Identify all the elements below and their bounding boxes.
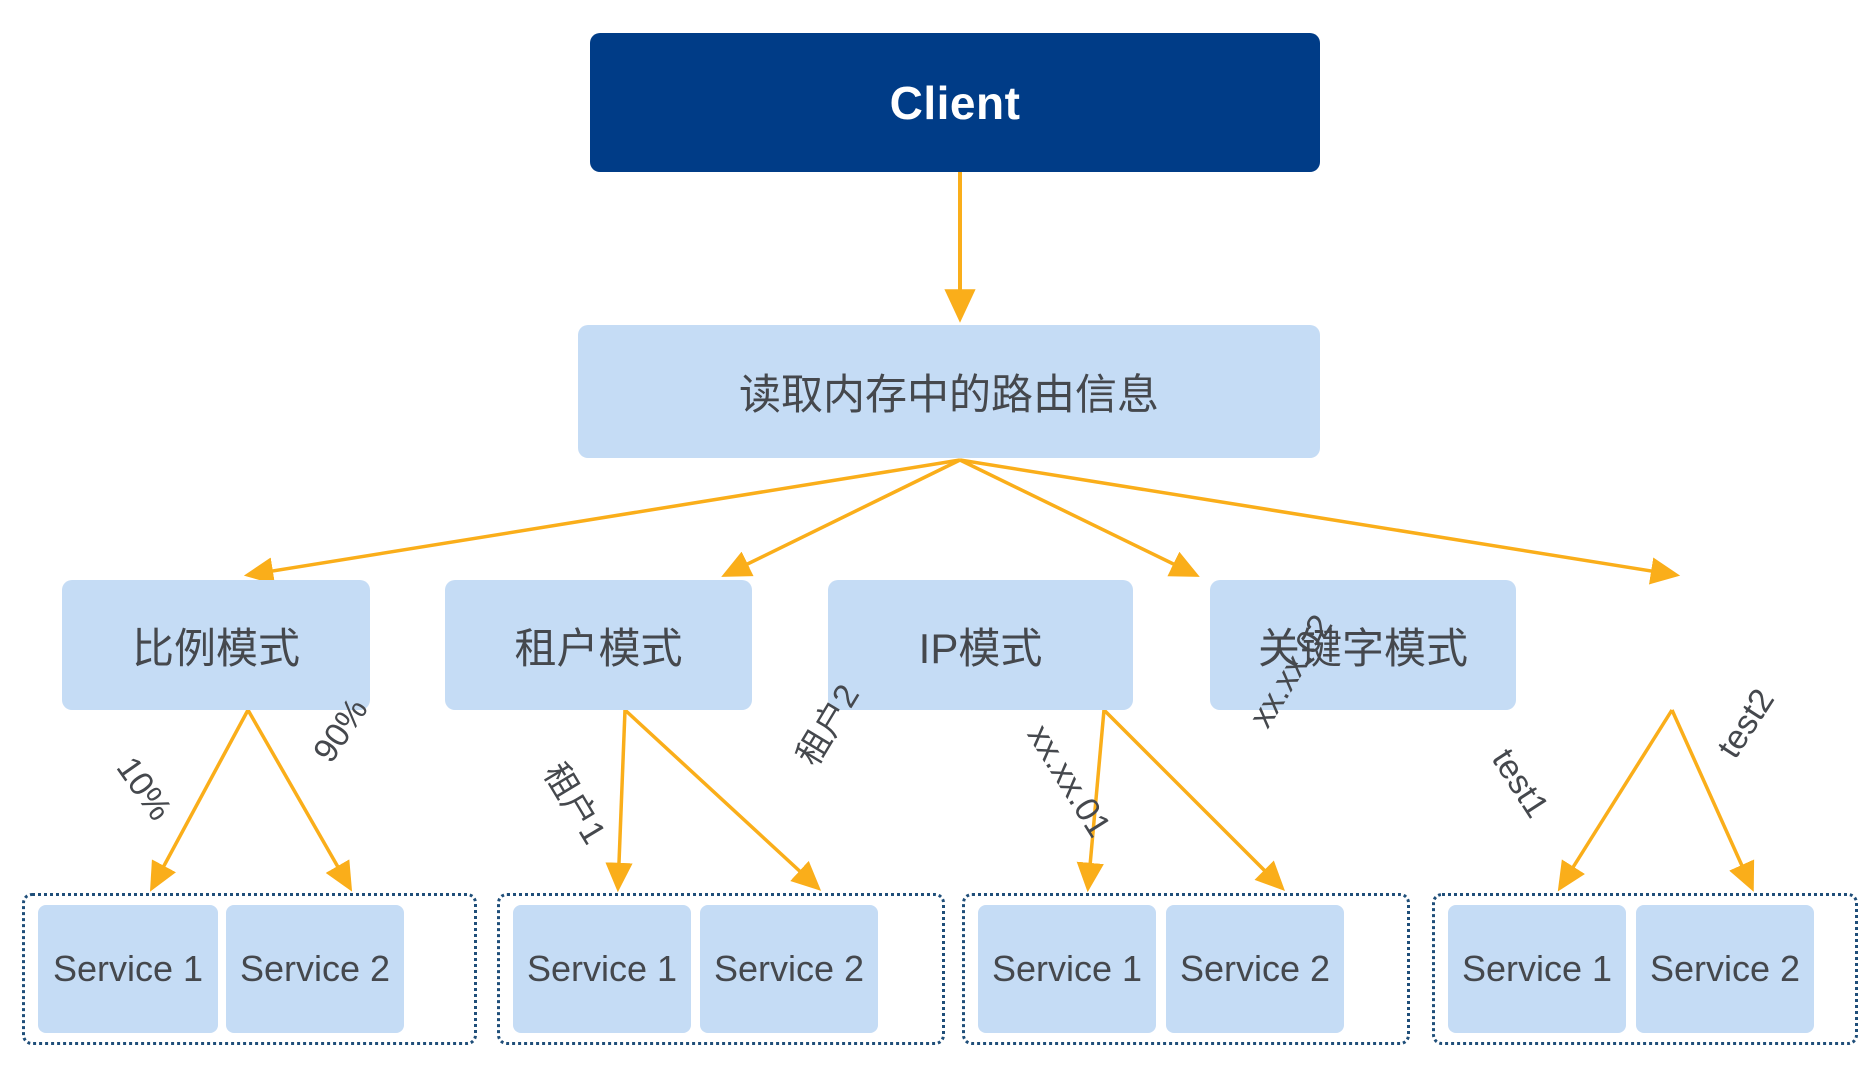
node-mode-ip-label: IP模式 [918,624,1043,672]
node-mode-ratio[interactable]: 比例模式 [62,580,370,710]
connector-route-to-mode-4 [959,458,1681,585]
service-box-keyword-1[interactable]: Service 1 [1448,905,1626,1033]
connector-mode-2-to-service-2 [623,708,822,891]
connector-route-to-mode-2 [721,458,961,577]
service-box-tenant-2[interactable]: Service 2 [700,905,878,1033]
service-box-ratio-1[interactable]: Service 1 [38,905,218,1033]
service-box-label: Service 2 [1179,948,1331,989]
service-box-label: Service 1 [1461,948,1613,989]
service-box-label: Service 1 [991,948,1143,989]
node-route-info-label: 读取内存中的路由信息 [738,371,1159,418]
node-route-info[interactable]: 读取内存中的路由信息 [578,325,1320,458]
connector-mode-1-to-service-2 [246,709,353,892]
service-box-keyword-2[interactable]: Service 2 [1636,905,1814,1033]
service-box-tenant-1[interactable]: Service 1 [513,905,691,1033]
connector-mode-2-to-service-1 [605,709,633,893]
connector-mode-1-to-service-1 [150,709,250,892]
service-box-ip-1[interactable]: Service 1 [978,905,1156,1033]
connector-mode-3-to-service-1 [1076,709,1106,893]
service-box-ip-2[interactable]: Service 2 [1166,905,1344,1033]
connector-mode-4-to-service-1 [1557,709,1674,892]
connector-mode-3-to-service-2 [1102,708,1285,891]
connector-mode-4-to-service-2 [1670,709,1755,892]
service-box-label: Service 2 [1649,948,1801,989]
connector-route-to-mode-1 [243,458,961,585]
service-box-label: Service 1 [526,948,678,989]
service-box-label: Service 2 [713,948,865,989]
node-mode-keyword[interactable]: 关键字模式 [1210,580,1516,710]
node-mode-ratio-label: 比例模式 [131,624,300,672]
service-box-ratio-2[interactable]: Service 2 [226,905,404,1033]
node-mode-tenant[interactable]: 租户模式 [445,580,752,710]
service-box-label: Service 1 [52,948,204,989]
node-mode-ip[interactable]: IP模式 [828,580,1133,710]
node-client[interactable]: Client [590,33,1320,172]
connector-route-to-mode-3 [959,458,1200,577]
node-mode-tenant-label: 租户模式 [514,624,683,672]
node-mode-keyword-label: 关键字模式 [1257,624,1468,672]
service-box-label: Service 2 [239,948,391,989]
node-client-label: Client [889,76,1021,129]
